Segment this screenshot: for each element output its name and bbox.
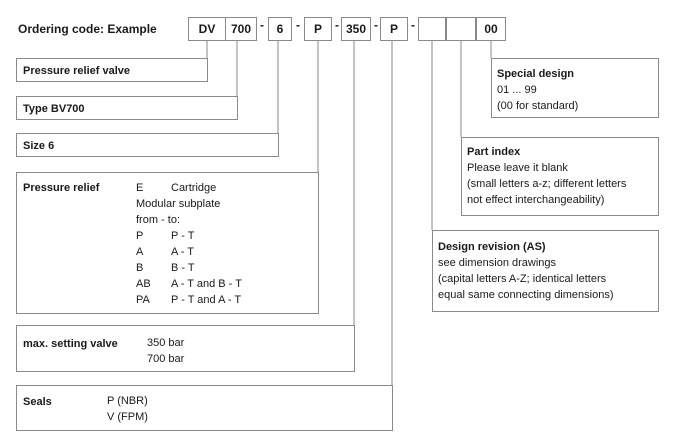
row-code: B: [136, 262, 144, 274]
code-cell-special: 00: [476, 17, 506, 41]
setting-box: max. setting valve 350 bar 700 bar: [16, 325, 355, 372]
special-design-box: Special design 01 ... 99 (00 for standar…: [491, 58, 659, 118]
setting-value: 700 bar: [147, 353, 185, 365]
modular-subplate: Modular subplate: [136, 198, 221, 210]
setting-label: max. setting valve: [23, 338, 118, 350]
separator: -: [374, 18, 378, 32]
type-box: Type BV700: [16, 96, 238, 120]
special-design-label: Special design: [497, 68, 575, 80]
design-revision-label: Design revision (AS): [438, 241, 546, 253]
code-cell-setting: 350: [341, 17, 371, 41]
ordering-code-title: Ordering code: Example: [18, 22, 157, 36]
part-index-box: Part index Please leave it blank (small …: [461, 137, 659, 216]
design-revision-line: (capital letters A-Z; identical letters: [438, 273, 607, 285]
pressure-relief-valve-label: Pressure relief valve: [23, 65, 131, 77]
design-revision-line: see dimension drawings: [438, 257, 557, 269]
setting-value: 350 bar: [147, 337, 185, 349]
part-index-label: Part index: [467, 146, 521, 158]
separator: -: [411, 18, 415, 32]
special-design-line: (00 for standard): [497, 100, 579, 112]
part-index-line: (small letters a-z; different letters: [467, 178, 627, 190]
size-label: Size 6: [23, 140, 55, 152]
pressure-relief-label: Pressure relief: [23, 182, 100, 194]
design-revision-line: equal same connecting dimensions): [438, 289, 614, 301]
part-index-line: Please leave it blank: [467, 162, 568, 174]
e-code: E: [136, 182, 144, 194]
row-text: B - T: [171, 262, 195, 274]
row-code: PA: [136, 294, 150, 306]
seals-label: Seals: [23, 396, 52, 408]
row-text: A - T and B - T: [171, 278, 242, 290]
code-cell-size: 6: [268, 17, 292, 41]
code-cell-part-index: [446, 17, 476, 41]
seals-value: P (NBR): [107, 395, 148, 407]
from-to: from - to:: [136, 214, 181, 226]
code-cell-revision: [418, 17, 446, 41]
e-text: Cartridge: [171, 182, 217, 194]
pressure-relief-box: Pressure relief E Cartridge Modular subp…: [16, 172, 319, 314]
row-text: A - T: [171, 246, 195, 258]
row-text: P - T: [171, 230, 195, 242]
row-text: P - T and A - T: [171, 294, 242, 306]
separator: -: [260, 18, 264, 32]
seals-box: Seals P (NBR) V (FPM): [16, 385, 393, 431]
row-code: P: [136, 230, 144, 242]
special-design-line: 01 ... 99: [497, 84, 537, 96]
code-cell-700: 700: [225, 17, 257, 41]
part-index-line: not effect interchangeability): [467, 194, 605, 206]
design-revision-box: Design revision (AS) see dimension drawi…: [432, 230, 659, 312]
separator: -: [296, 18, 300, 32]
size-box: Size 6: [16, 133, 279, 157]
row-code: A: [136, 246, 144, 258]
separator: -: [335, 18, 339, 32]
code-cell-seals: P: [380, 17, 408, 41]
type-label: Type BV700: [23, 103, 85, 115]
code-cell-pressure-relief: P: [304, 17, 332, 41]
row-code: AB: [136, 278, 151, 290]
pressure-relief-valve-box: Pressure relief valve: [16, 58, 208, 82]
code-cell-dv: DV: [188, 17, 226, 41]
seals-value: V (FPM): [107, 411, 148, 423]
